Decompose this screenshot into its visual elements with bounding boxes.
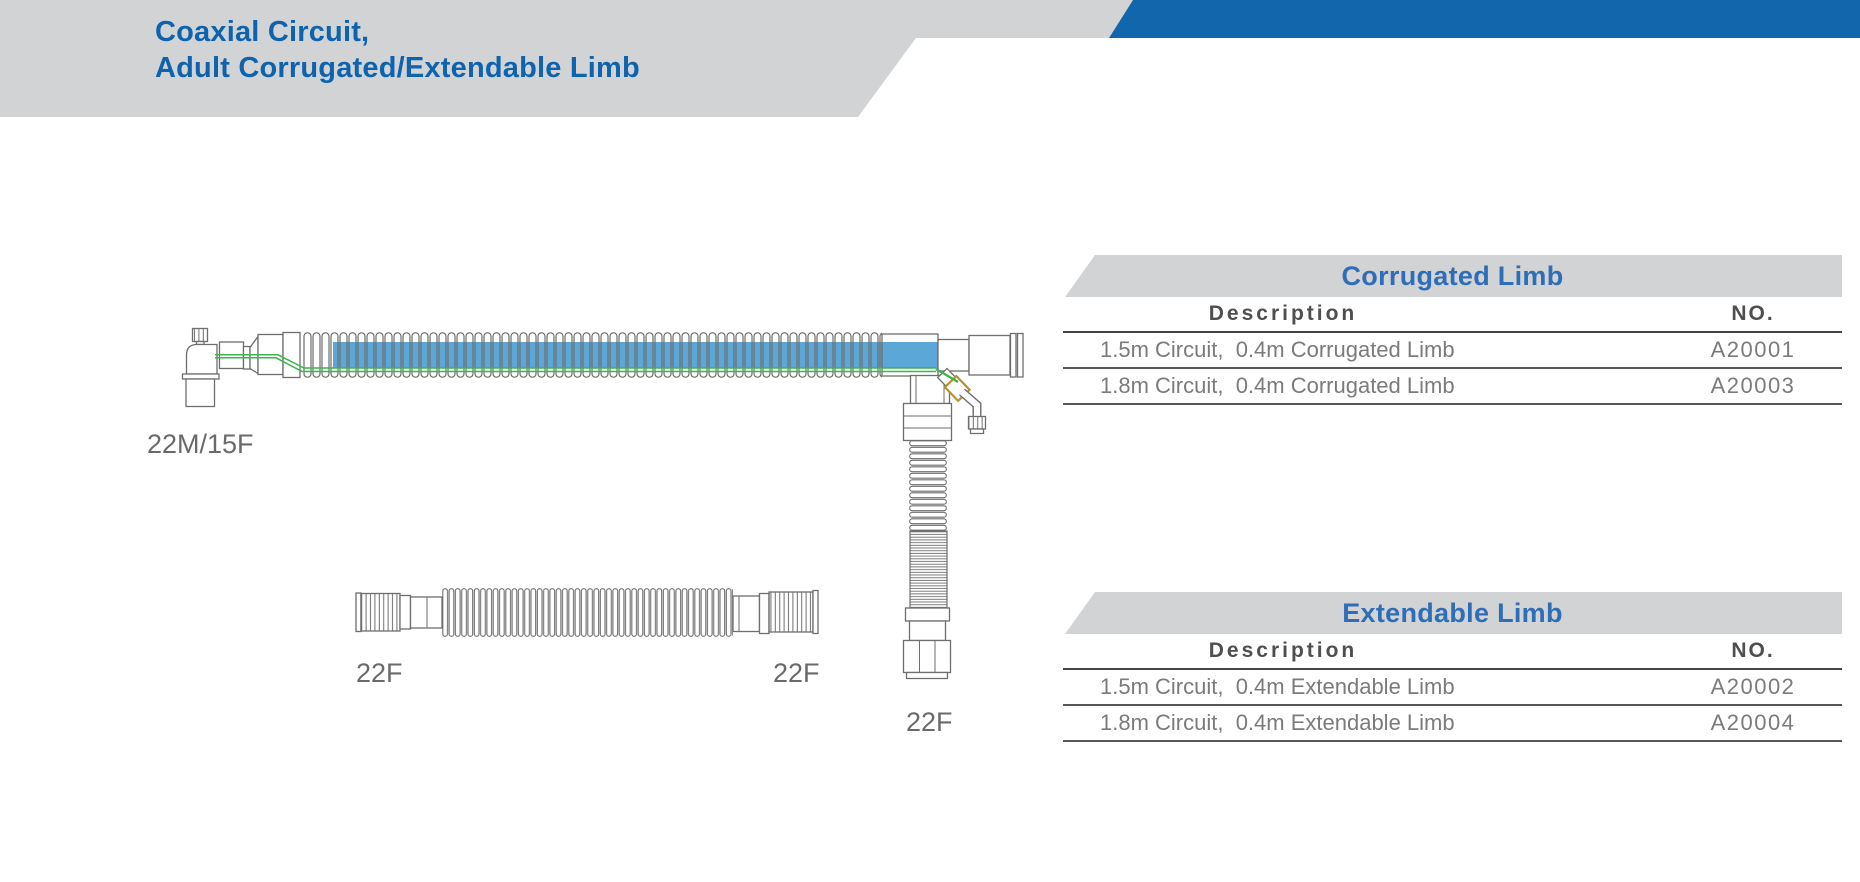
row-part-number: A20004 — [1710, 710, 1796, 735]
column-header-description: Description — [1208, 302, 1358, 325]
row-description: 1.8m Circuit, 0.4m Extendable Limb — [1100, 710, 1455, 735]
corrugated-limb-table-title: Corrugated Limb — [1341, 260, 1564, 291]
wye-connector — [902, 374, 953, 442]
elbow-connector — [181, 327, 301, 408]
row-description: 1.8m Circuit, 0.4m Corrugated Limb — [1100, 373, 1455, 398]
extendable-limb-table-band: Extendable Limb — [1065, 592, 1842, 634]
extendable-limb-table-title: Extendable Limb — [1342, 597, 1563, 628]
column-header-no: NO. — [1731, 639, 1775, 662]
row-part-number: A20001 — [1710, 337, 1796, 362]
table-row: 1.8m Circuit, 0.4m Extendable Limb A2000… — [1063, 706, 1842, 742]
corrugated-limb-table-band: Corrugated Limb — [1065, 255, 1842, 297]
corrugated-limb-tube — [442, 588, 733, 637]
page-title: Coaxial Circuit, Adult Corrugated/Extend… — [155, 14, 640, 86]
table-row: 1.5m Circuit, 0.4m Corrugated Limb A2000… — [1063, 333, 1842, 369]
extendable-limb-table: Extendable Limb Description NO. 1.5m Cir… — [1063, 592, 1842, 742]
label-elbow-connector: 22M/15F — [147, 429, 254, 459]
main-circuit-drawing — [181, 327, 1024, 680]
gas-sampling-port — [936, 367, 987, 435]
row-part-number: A20002 — [1710, 674, 1796, 699]
label-tube-left-connector: 22F — [356, 658, 403, 688]
column-header-no: NO. — [1731, 302, 1775, 325]
page-title-line1: Coaxial Circuit, — [155, 16, 370, 48]
page-title-line2: Adult Corrugated/Extendable Limb — [155, 52, 640, 84]
table-row: 1.8m Circuit, 0.4m Corrugated Limb A2000… — [1063, 369, 1842, 405]
extendable-limb-table-header-row: Description NO. — [1063, 634, 1842, 670]
row-description: 1.5m Circuit, 0.4m Extendable Limb — [1100, 674, 1455, 699]
corrugated-limb-table: Corrugated Limb Description NO. 1.5m Cir… — [1063, 255, 1842, 405]
label-limb-bottom-connector: 22F — [906, 707, 953, 737]
sampling-line — [215, 354, 959, 383]
table-row: 1.5m Circuit, 0.4m Extendable Limb A2000… — [1063, 670, 1842, 706]
main-corrugated-tube — [303, 332, 882, 378]
header-blue-band — [1109, 0, 1860, 38]
corrugated-limb-table-header-row: Description NO. — [1063, 297, 1842, 333]
row-part-number: A20003 — [1710, 373, 1796, 398]
machine-end-connector — [937, 332, 1024, 378]
corrugated-limb-drawing — [355, 588, 819, 637]
row-description: 1.5m Circuit, 0.4m Corrugated Limb — [1100, 337, 1455, 362]
column-header-description: Description — [1208, 639, 1358, 662]
label-tube-right-connector: 22F — [773, 658, 820, 688]
extendable-limb-vertical — [902, 440, 952, 680]
